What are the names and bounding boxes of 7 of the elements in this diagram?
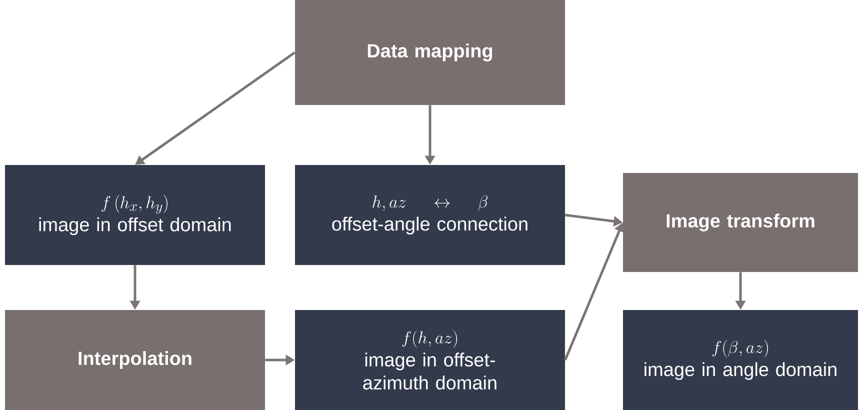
result-box: $h, az \;\leftrightarrow\; \beta$ offset-angle connection [295, 165, 565, 265]
result-box: $f\left(h_x, h_y\right)$ image in offset domain [5, 165, 265, 265]
process-box: Interpolation [5, 310, 265, 410]
process-box: Data mapping [295, 0, 565, 105]
result-box: $f(\beta, az)$ image in angle domain [623, 310, 858, 410]
process-box: Image transform [623, 173, 858, 272]
result-box: $f(h, az)$ image in offset-azimuth domain [295, 310, 565, 410]
